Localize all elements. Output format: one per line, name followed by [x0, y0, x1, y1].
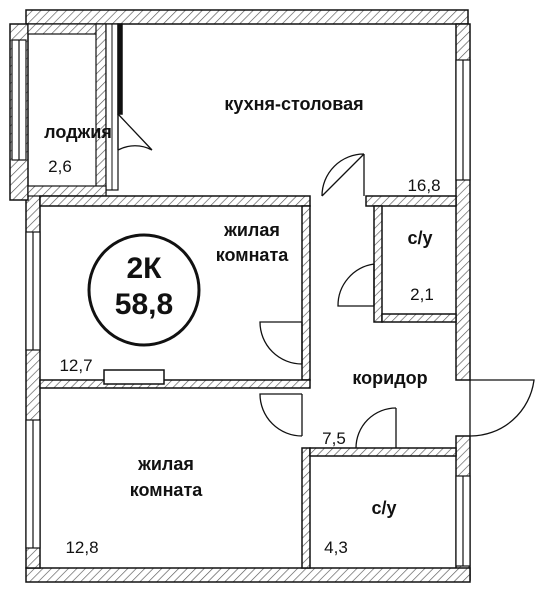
loggia-area: 2,6 — [48, 157, 72, 176]
bath-small-name: с/у — [407, 228, 432, 248]
door-living-1 — [259, 321, 303, 365]
bath-large-name: с/у — [371, 498, 396, 518]
corridor-name: коридор — [352, 368, 427, 388]
corridor-area: 7,5 — [322, 429, 346, 448]
kitchen-area: 16,8 — [407, 176, 440, 195]
room-labels: кухня-столовая 16,8 лоджия 2,6 жилая ком… — [44, 94, 440, 557]
kitchen-name: кухня-столовая — [224, 94, 363, 114]
doors — [117, 113, 535, 449]
door-loggia — [117, 113, 153, 151]
interior-walls — [39, 23, 457, 569]
apartment-badge: 2К 58,8 — [87, 233, 201, 347]
loggia-walls — [27, 23, 119, 197]
bath-small-area: 2,1 — [410, 285, 434, 304]
door-entrance — [469, 379, 535, 437]
living-1-name-line2: комната — [216, 245, 290, 265]
door-living-2 — [259, 393, 303, 437]
loggia-name: лоджия — [44, 122, 112, 142]
apartment-area: 58,8 — [115, 288, 173, 321]
living-2-name-line1: жилая — [137, 454, 194, 474]
living-1-area: 12,7 — [59, 356, 92, 375]
door-kitchen — [321, 153, 365, 197]
bath-large-area: 4,3 — [324, 538, 348, 557]
door-bath-large — [355, 407, 397, 449]
living-2-name-line2: комната — [130, 480, 204, 500]
apartment-type: 2К — [127, 252, 163, 285]
windows — [11, 39, 471, 567]
door-bath-small — [337, 263, 375, 307]
living-1-name-line1: жилая — [223, 220, 280, 240]
living-2-area: 12,8 — [65, 538, 98, 557]
